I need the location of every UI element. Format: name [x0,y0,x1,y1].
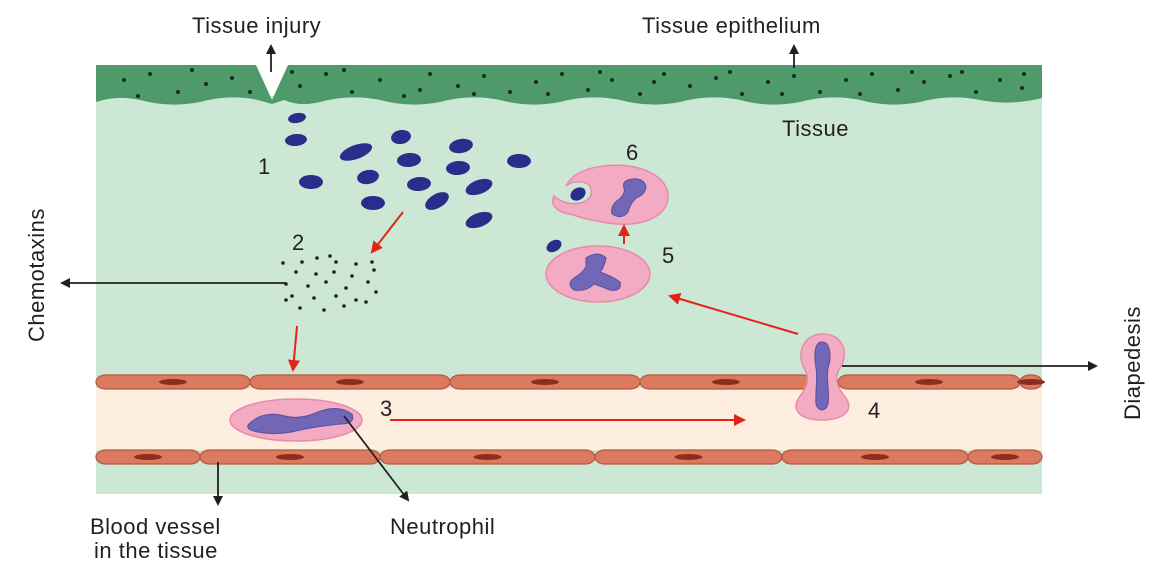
label-tissue-epithelium: Tissue epithelium [642,13,821,38]
label-tissue-injury: Tissue injury [192,13,321,38]
label-blood-vessel-line1: Blood vessel [90,514,221,539]
label-blood-vessel-line2: in the tissue [94,538,218,562]
step-number-1: 1 [258,154,270,179]
label-chemotaxins: Chemotaxins [24,208,49,342]
label-diapedesis: Diapedesis [1120,306,1145,420]
label-tissue: Tissue [782,116,849,141]
label-neutrophil: Neutrophil [390,514,495,539]
neutrophil-step-3 [230,399,362,441]
step-number-2: 2 [292,230,304,255]
step-number-4: 4 [868,398,880,423]
step-number-6: 6 [626,140,638,165]
step-number-3: 3 [380,396,392,421]
vessel-wall-upper [96,375,1045,389]
vessel-wall-lower [96,450,1042,464]
step-number-5: 5 [662,243,674,268]
